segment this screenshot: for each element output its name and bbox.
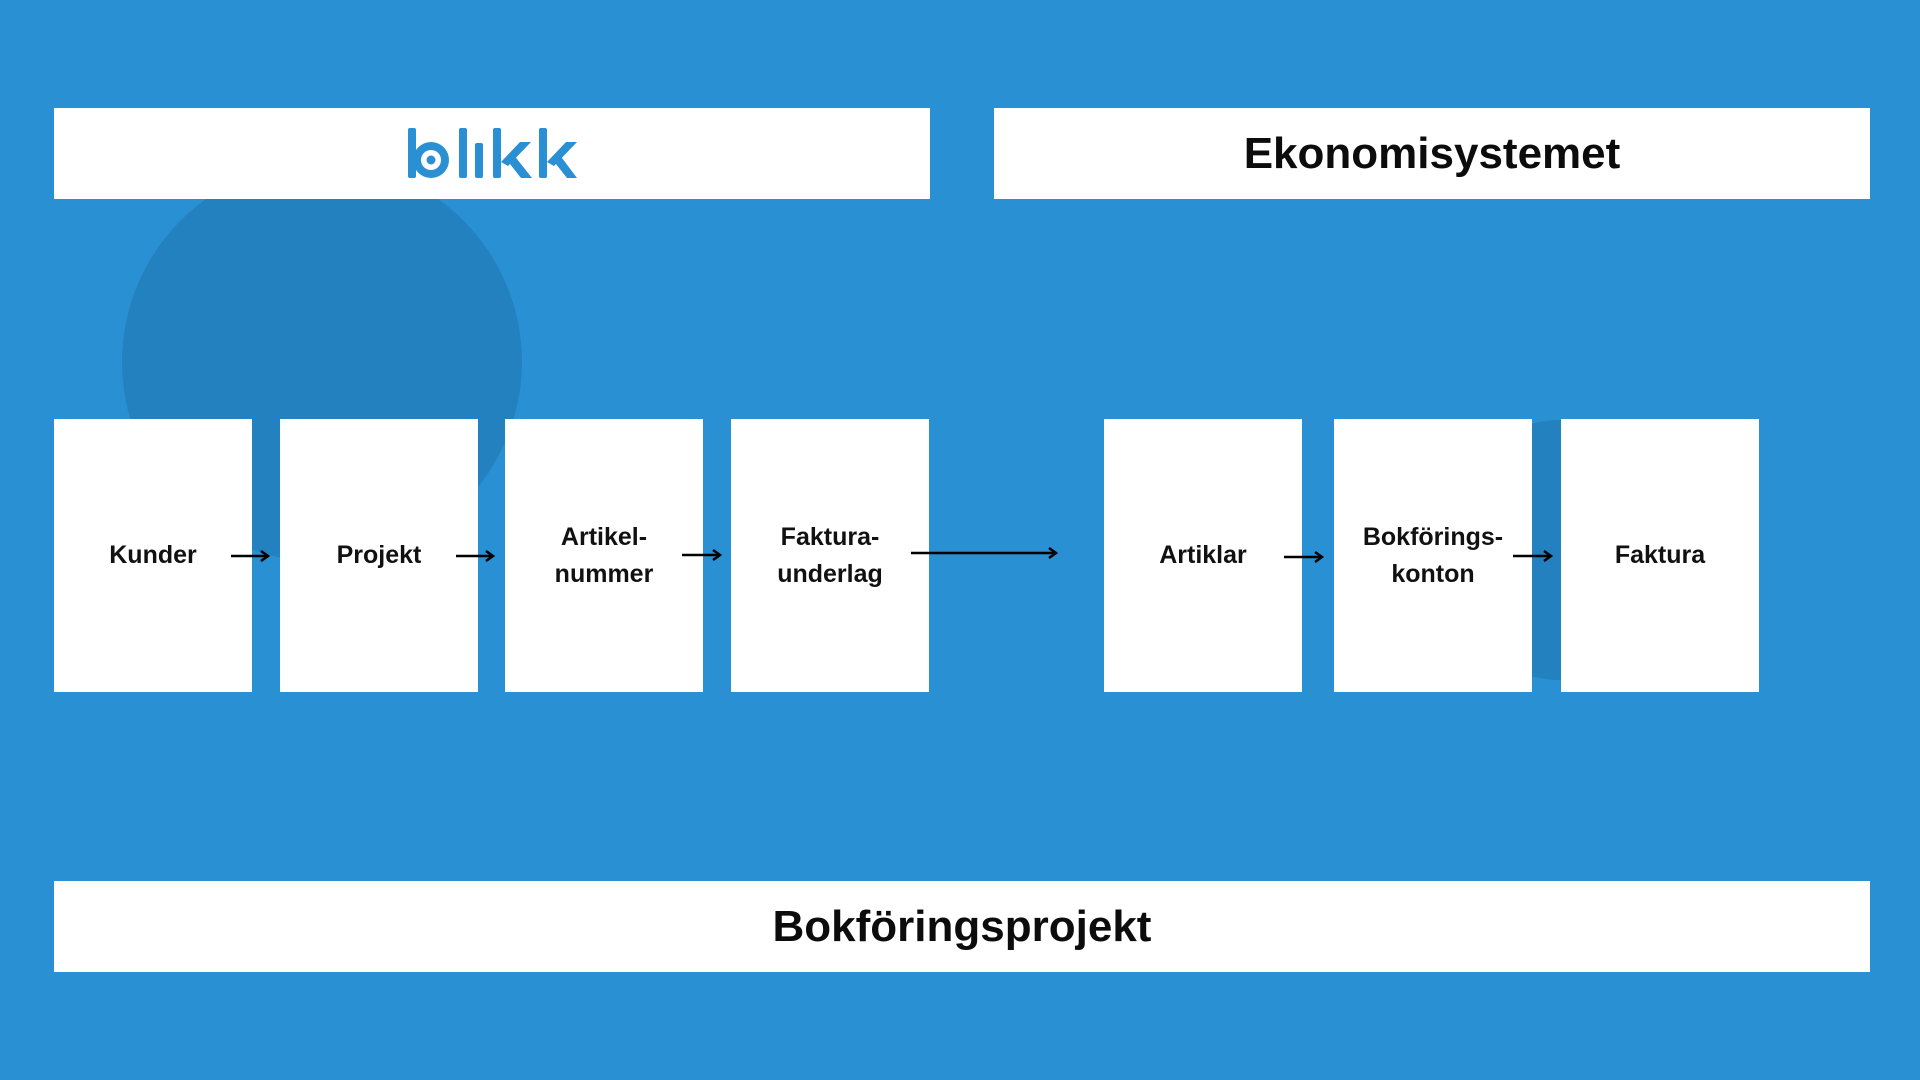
blikk-logo: blikk: [408, 127, 577, 178]
ekonomisystemet-header: Ekonomisystemet: [994, 108, 1870, 199]
card-label: Faktura- underlag: [777, 522, 883, 588]
blikk-header: blikk: [54, 108, 930, 199]
arrow-icon: [682, 548, 723, 562]
card-fakturaunderlag: Faktura- underlag: [731, 419, 929, 692]
card-faktura: Faktura: [1561, 419, 1759, 692]
arrow-icon: [1284, 550, 1325, 564]
arrow-icon: [1513, 549, 1554, 563]
card-label: Faktura: [1614, 541, 1706, 569]
card-label: Kunder: [109, 541, 197, 569]
card-label: Bokförings- konton: [1362, 522, 1504, 588]
card-artikelnummer: Artikel- nummer: [505, 419, 703, 692]
bokforingsprojekt-title: Bokföringsprojekt: [772, 901, 1152, 951]
arrow-icon: [911, 546, 1059, 560]
ekonomisystemet-title: Ekonomisystemet: [1243, 128, 1621, 178]
card-label: Projekt: [336, 541, 422, 569]
card-artiklar: Artiklar: [1104, 419, 1302, 692]
card-label: Artikel- nummer: [554, 522, 654, 588]
card-kunder: Kunder: [54, 419, 252, 692]
card-label: Artiklar: [1159, 541, 1247, 569]
card-bokforingskonton: Bokförings- konton: [1334, 419, 1532, 692]
card-projekt: Projekt: [280, 419, 478, 692]
arrow-icon: [231, 549, 271, 563]
arrow-icon: [456, 549, 496, 563]
bokforingsprojekt-footer: Bokföringsprojekt: [54, 881, 1870, 972]
